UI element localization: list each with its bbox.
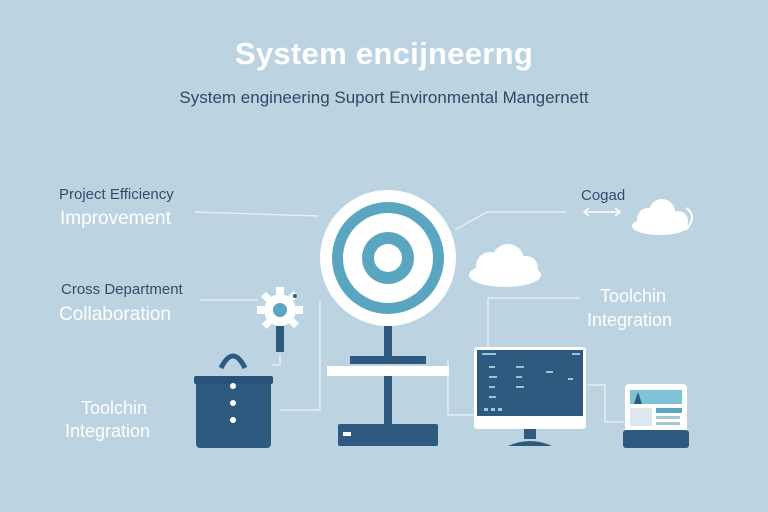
gear-icon — [257, 287, 303, 352]
tablet-icon — [623, 384, 689, 448]
diagram-title: System encijneerng — [234, 36, 534, 71]
label-toolchin-right-line2: Integration — [587, 310, 673, 330]
monitor-icon — [474, 347, 586, 446]
cloud-icon — [632, 199, 693, 235]
double-arrow-icon — [582, 207, 622, 217]
label-project-efficiency-line1: Project Efficiency — [59, 186, 174, 203]
label-cross-department-line1: Cross Department — [61, 281, 183, 298]
label-toolchin-left-line2: Integration — [65, 421, 151, 441]
label-cross-department-line2: Collaboration — [59, 304, 171, 325]
label-toolchin-right-line1: Toolchin — [600, 286, 667, 306]
connector-lines — [194, 211, 624, 423]
target-icon — [320, 190, 456, 446]
cloud-icon — [469, 244, 541, 287]
diagram-subtitle: System engineering Suport Environmental … — [179, 88, 589, 107]
label-cogad: Cogad — [581, 187, 626, 204]
toolbox-icon — [194, 353, 273, 448]
label-toolchin-left-line1: Toolchin — [81, 398, 148, 418]
label-project-efficiency-line2: Improvement — [60, 208, 171, 229]
